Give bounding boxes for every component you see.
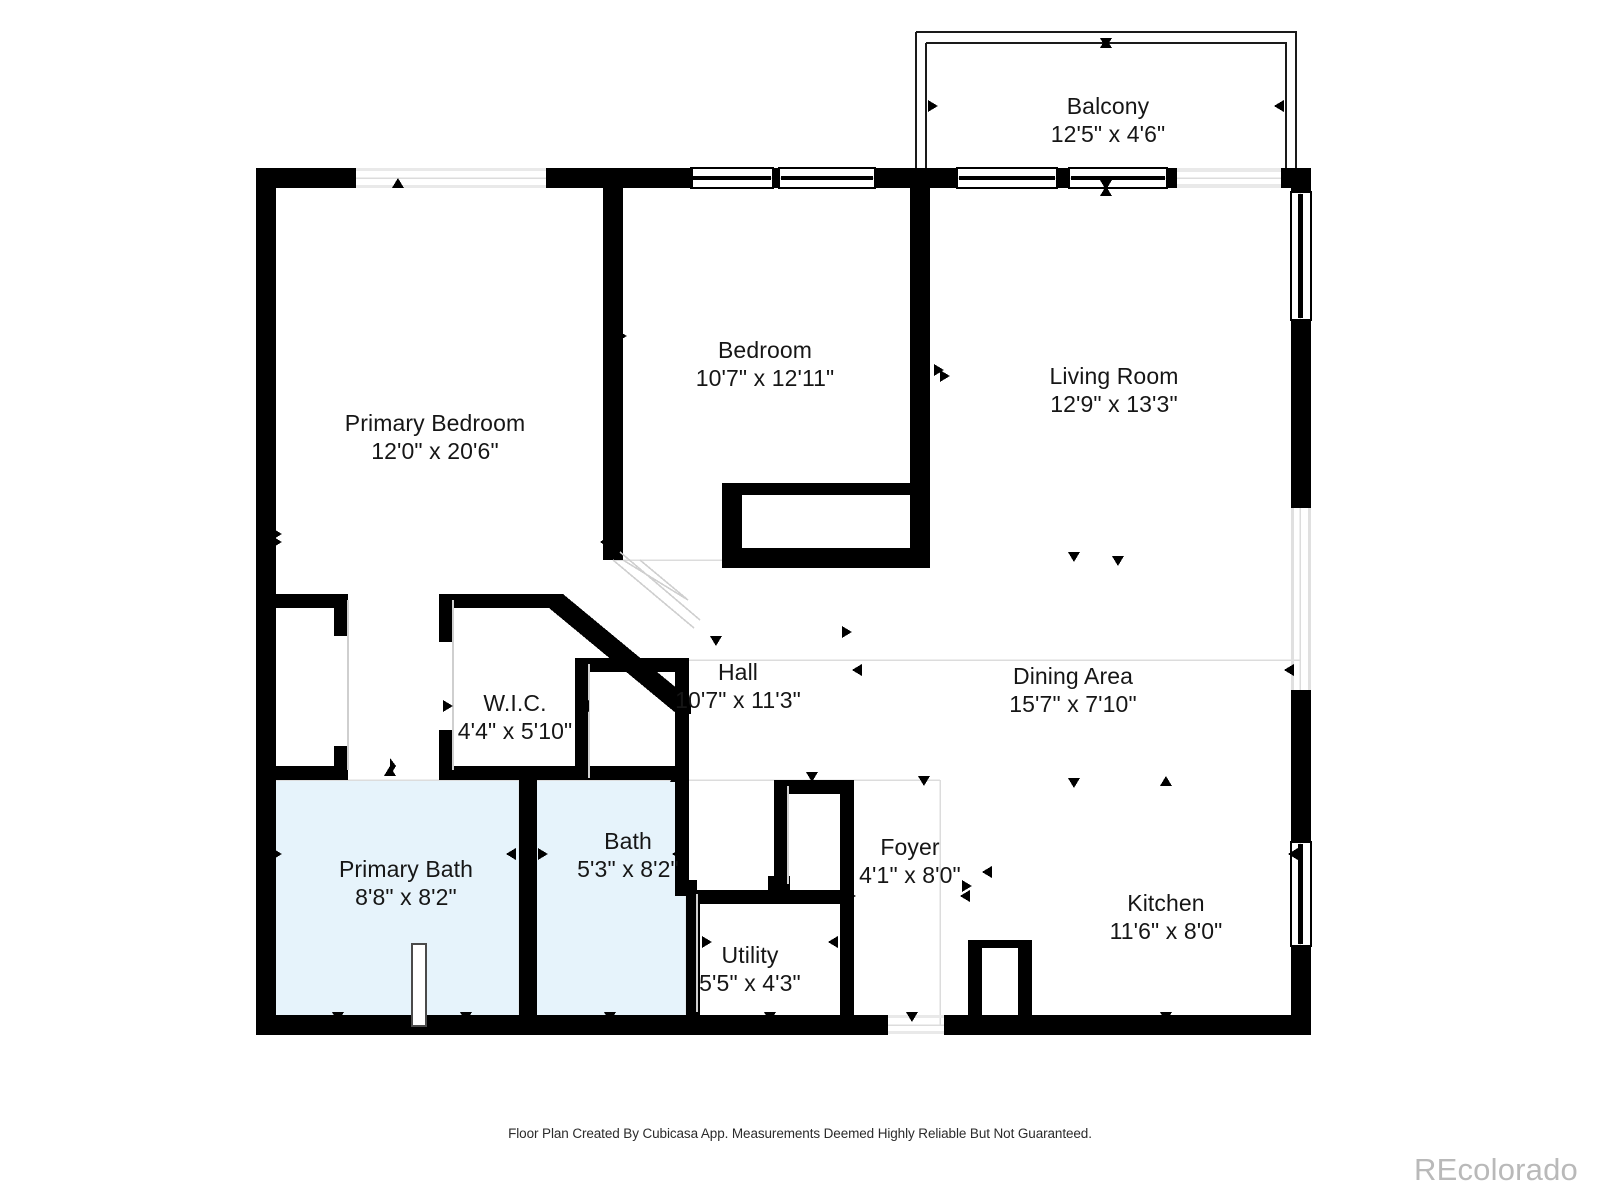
interior-walls <box>266 168 1032 1035</box>
exterior-wall-right <box>1290 168 1312 1035</box>
recolorado-logo: REcolorado <box>1414 1152 1578 1187</box>
wic-diagonal-guides <box>612 551 701 629</box>
balcony-outline <box>914 30 1298 176</box>
dimension-markers <box>270 38 1301 1022</box>
wet-room-fills <box>266 780 686 1025</box>
door-openings <box>347 559 789 1012</box>
primary-bath-fixture <box>411 943 427 1027</box>
primary-bath-fill <box>266 780 519 1025</box>
footer-disclaimer: Floor Plan Created By Cubicasa App. Meas… <box>508 1126 1092 1141</box>
bath-fill <box>531 780 686 1025</box>
